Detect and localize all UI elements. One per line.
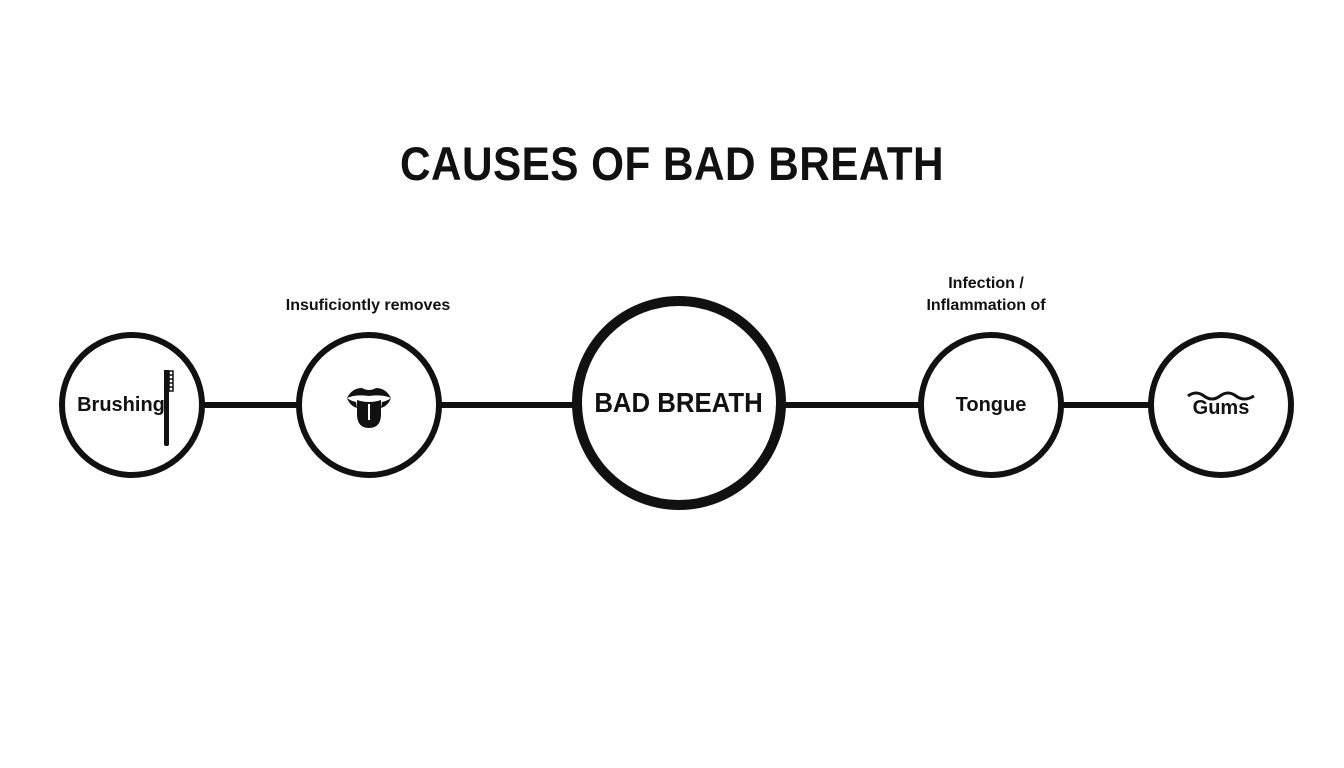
connector-tongue-icon-center xyxy=(436,402,576,408)
wave-icon xyxy=(1187,391,1255,401)
node-tongue-icon xyxy=(296,332,442,478)
caption-left: Insuficiontly removes xyxy=(285,297,451,314)
node-tongue: Tongue xyxy=(918,332,1064,478)
node-brushing-label: Brushing xyxy=(77,393,165,416)
toothbrush-icon xyxy=(164,370,174,446)
node-tongue-label: Tongue xyxy=(955,393,1027,416)
caption-right: Infection / Inflammation of xyxy=(926,275,1046,314)
diagram-title: CAUSES OF BAD BREATH xyxy=(399,137,945,190)
connector-brushing-tongue-icon xyxy=(200,402,300,408)
connector-tongue-gums xyxy=(1058,402,1154,408)
node-gums-label: Gums xyxy=(1192,396,1250,419)
tongue-icon xyxy=(347,388,391,428)
node-gums: Gums xyxy=(1148,332,1294,478)
node-bad-breath-label: BAD BREATH xyxy=(594,387,764,418)
node-brushing: Brushing xyxy=(59,332,205,478)
connector-center-tongue xyxy=(784,402,924,408)
node-bad-breath: BAD BREATH xyxy=(572,296,786,510)
